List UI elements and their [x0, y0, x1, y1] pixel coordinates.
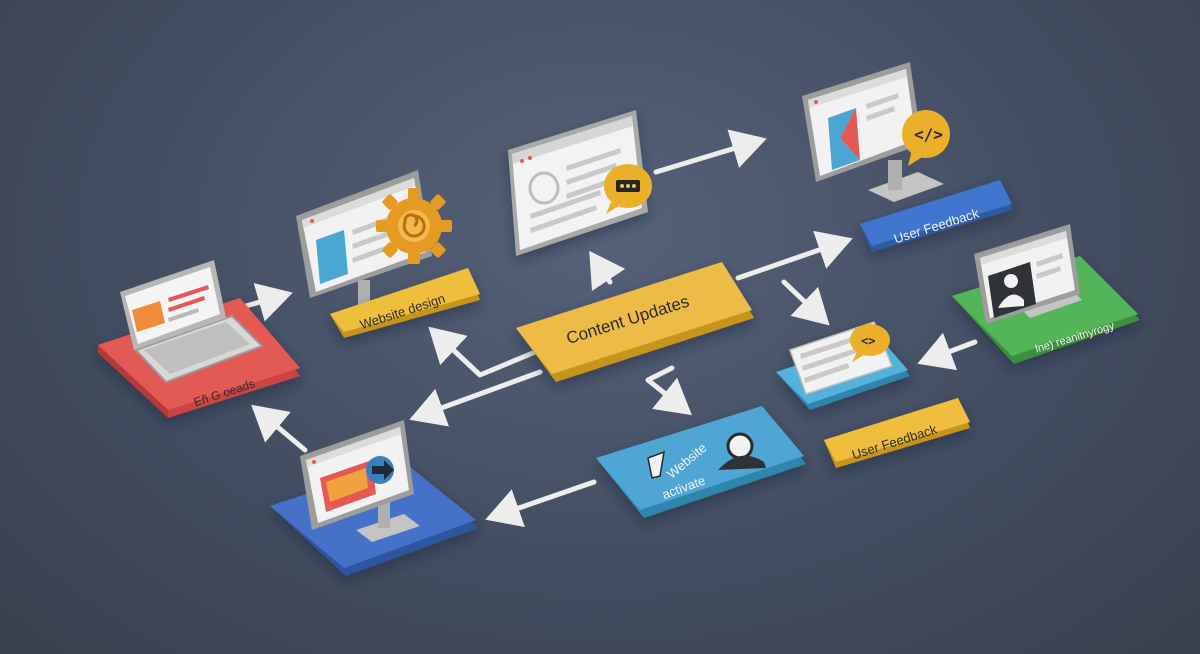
chat-bubble-icon	[604, 164, 652, 214]
content-updates-card	[516, 262, 754, 382]
user-feedback-top-card	[860, 180, 1012, 252]
svg-text:<>: <>	[861, 334, 875, 348]
top-content-screen	[508, 110, 648, 256]
website-activate-card	[596, 406, 806, 518]
user-feedback-bottom-card	[824, 398, 970, 468]
arrow-center-down	[645, 365, 692, 416]
arrow-down-to-code-card	[781, 279, 830, 326]
svg-text:</>: </>	[914, 125, 943, 144]
code-bubble-icon: </>	[902, 110, 950, 166]
user-avatar-icon	[998, 274, 1024, 308]
website-design-card	[330, 268, 480, 338]
arrow-activate-to-blue	[485, 479, 597, 528]
user-avatar-icon	[718, 432, 766, 470]
arrow-to-user-feedback	[735, 230, 853, 281]
arrow-top-screen-to-feedback-monitor	[653, 129, 767, 175]
feedback-monitor	[802, 62, 944, 202]
code-card-node	[776, 321, 910, 410]
monitor-icon	[300, 420, 420, 542]
arrow-laptop-to-design	[243, 283, 293, 322]
profile-monitor	[974, 224, 1082, 324]
code-bubble-icon-small: <>	[850, 324, 890, 362]
arrow-bottom-to-laptop	[251, 404, 308, 453]
forward-arrow-icon	[366, 456, 394, 484]
connector-arrows	[243, 129, 978, 528]
pointer-icon	[647, 450, 665, 479]
gear-icon	[376, 188, 452, 264]
arrow-green-to-code-card	[917, 332, 978, 371]
arrow-to-top-screen	[589, 250, 626, 292]
arrow-center-to-design	[428, 326, 543, 378]
laptop-icon	[120, 260, 264, 384]
arrow-center-to-bottom-left	[409, 369, 543, 427]
